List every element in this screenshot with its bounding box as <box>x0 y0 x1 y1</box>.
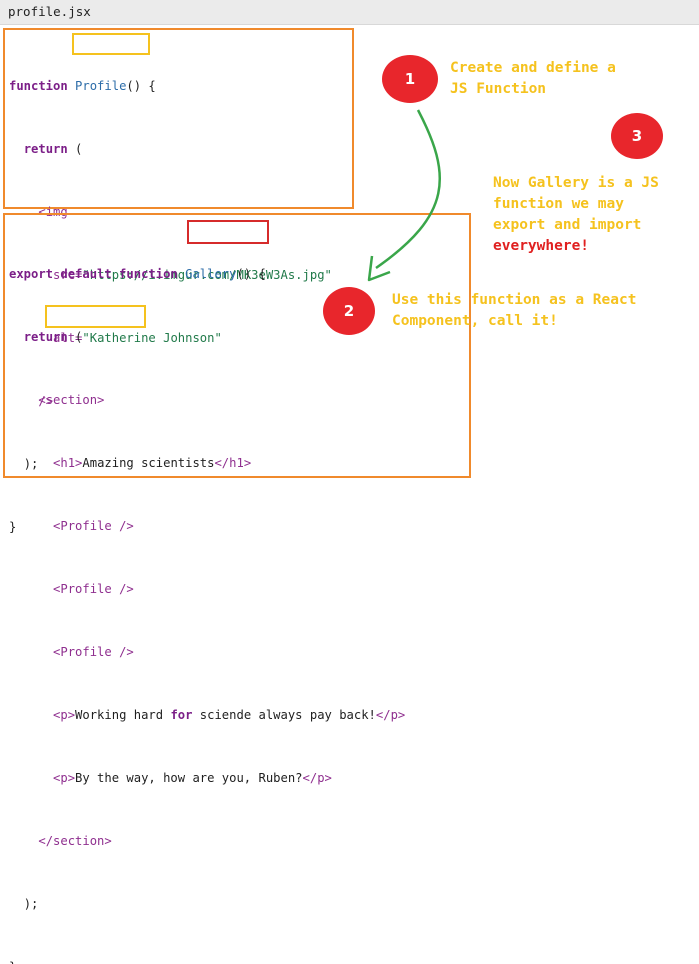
gallery-function-name: Gallery <box>185 267 237 281</box>
file-tab-profile-jsx[interactable]: profile.jsx <box>8 4 91 19</box>
code-line: export default function Gallery() { <box>9 267 266 281</box>
code-line: <Profile /> <box>53 582 134 596</box>
note-create-function: Create and define a JS Function <box>450 60 616 97</box>
code-line: <Profile /> <box>53 645 134 659</box>
code-line: src="https://i.imgur.com/MK3eW3As.jpg" <box>53 268 332 282</box>
code-line: /> <box>38 394 54 408</box>
code-line: <img <box>38 205 68 219</box>
code-line: function Profile() { <box>9 79 156 93</box>
profile-usage-highlight <box>45 305 146 328</box>
code-line: return ( <box>23 142 83 156</box>
code-line: <h1>Amazing scientists</h1> <box>53 456 252 470</box>
gallery-function-box <box>3 213 471 478</box>
profile-code-block: function Profile() { return ( <img src="… <box>9 34 332 559</box>
note-export-import: Now Gallery is a JS function we may expo… <box>493 175 659 254</box>
step-badge-2: 2 <box>323 287 375 335</box>
gallery-name-highlight <box>187 220 269 244</box>
code-line: alt="Katherine Johnson" <box>53 331 222 345</box>
code-line: </section> <box>38 834 112 848</box>
profile-name-highlight <box>72 33 150 55</box>
editor-tab-bar: profile.jsx <box>0 0 699 25</box>
profile-function-name: Profile <box>75 79 127 93</box>
code-line: ); <box>23 457 39 471</box>
profile-function-box <box>3 28 354 209</box>
code-line: } <box>9 957 405 964</box>
step-badge-1: 1 <box>382 55 438 103</box>
curved-arrow-icon <box>367 109 442 282</box>
profile-component-usage: <Profile /> <box>53 519 134 533</box>
step-badge-3: 3 <box>611 113 663 159</box>
code-line: <Profile /> <box>9 516 405 537</box>
code-line: return ( <box>23 330 83 344</box>
code-line: ); <box>23 897 39 911</box>
note-use-as-component: Use this function as a React Component, … <box>392 292 637 329</box>
code-line: <p>Working hard for sciende always pay b… <box>53 708 406 722</box>
code-line: <section> <box>38 393 105 407</box>
code-line: <p>By the way, how are you, Ruben?</p> <box>53 771 332 785</box>
